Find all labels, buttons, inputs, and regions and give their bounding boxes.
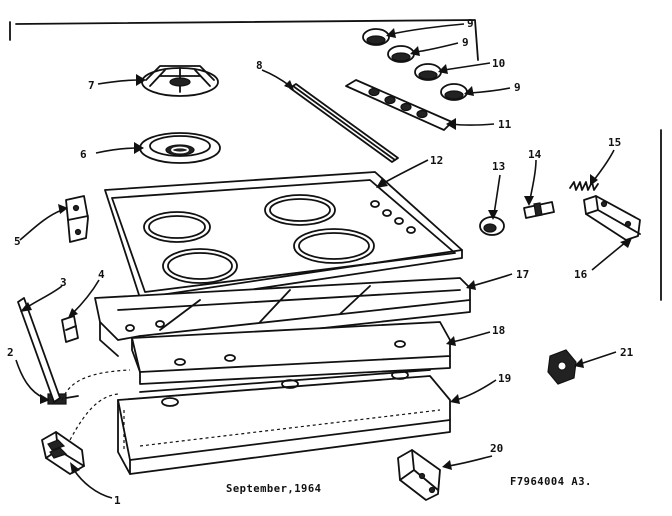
control-panel-plate	[345, 79, 453, 131]
callout-3: 3	[60, 276, 67, 289]
cooktop	[104, 171, 463, 307]
callout-10: 10	[492, 57, 505, 70]
callout-9b: 9	[462, 36, 469, 49]
callout-13: 13	[492, 160, 505, 173]
callout-9c: 9	[514, 81, 521, 94]
leader-lines	[15, 23, 632, 499]
page-frame	[9, 19, 662, 301]
bottom-box	[117, 369, 451, 475]
trim-strip	[289, 83, 399, 163]
callout-18: 18	[492, 324, 505, 337]
diagram-part-code: F7964004 A3.	[510, 476, 592, 488]
igniter-box	[41, 431, 85, 475]
callout-2: 2	[7, 346, 14, 359]
callout-15: 15	[608, 136, 621, 149]
clip	[61, 315, 79, 343]
spring-pin	[523, 201, 555, 219]
callout-19: 19	[498, 372, 511, 385]
mid-frame	[131, 321, 451, 385]
knob	[362, 28, 390, 46]
bracket-left	[65, 195, 89, 243]
burner-head	[141, 65, 219, 97]
callout-12: 12	[430, 154, 443, 167]
callout-8: 8	[256, 59, 263, 72]
callout-9a: 9	[467, 17, 474, 30]
callout-14: 14	[528, 148, 542, 161]
gas-line	[61, 369, 131, 401]
callout-16: 16	[574, 268, 588, 281]
callout-17: 17	[516, 268, 529, 281]
mounting-bracket	[397, 449, 441, 501]
callout-20: 20	[490, 442, 503, 455]
thermostat-switch	[547, 349, 577, 385]
knob	[440, 83, 468, 101]
diagram-date: September,1964	[226, 483, 322, 495]
callout-1: 1	[114, 494, 121, 507]
knob	[414, 63, 442, 81]
manifold-rod	[17, 297, 61, 403]
callout-11: 11	[498, 118, 512, 131]
callout-6: 6	[80, 148, 87, 161]
igniter-wire	[69, 393, 119, 441]
callout-21: 21	[620, 346, 634, 359]
hinge-bracket	[583, 195, 641, 241]
burner-bowl	[139, 132, 221, 164]
valve-knob	[479, 216, 505, 236]
callout-5: 5	[14, 235, 21, 248]
callout-7: 7	[88, 79, 95, 92]
callout-4: 4	[98, 268, 105, 281]
callout-labels: 1 2 3 4 5 6 7 8 9 9 10 9 11 12 13 14 15 …	[7, 17, 634, 507]
top-frame	[94, 277, 471, 357]
spring	[569, 181, 599, 191]
